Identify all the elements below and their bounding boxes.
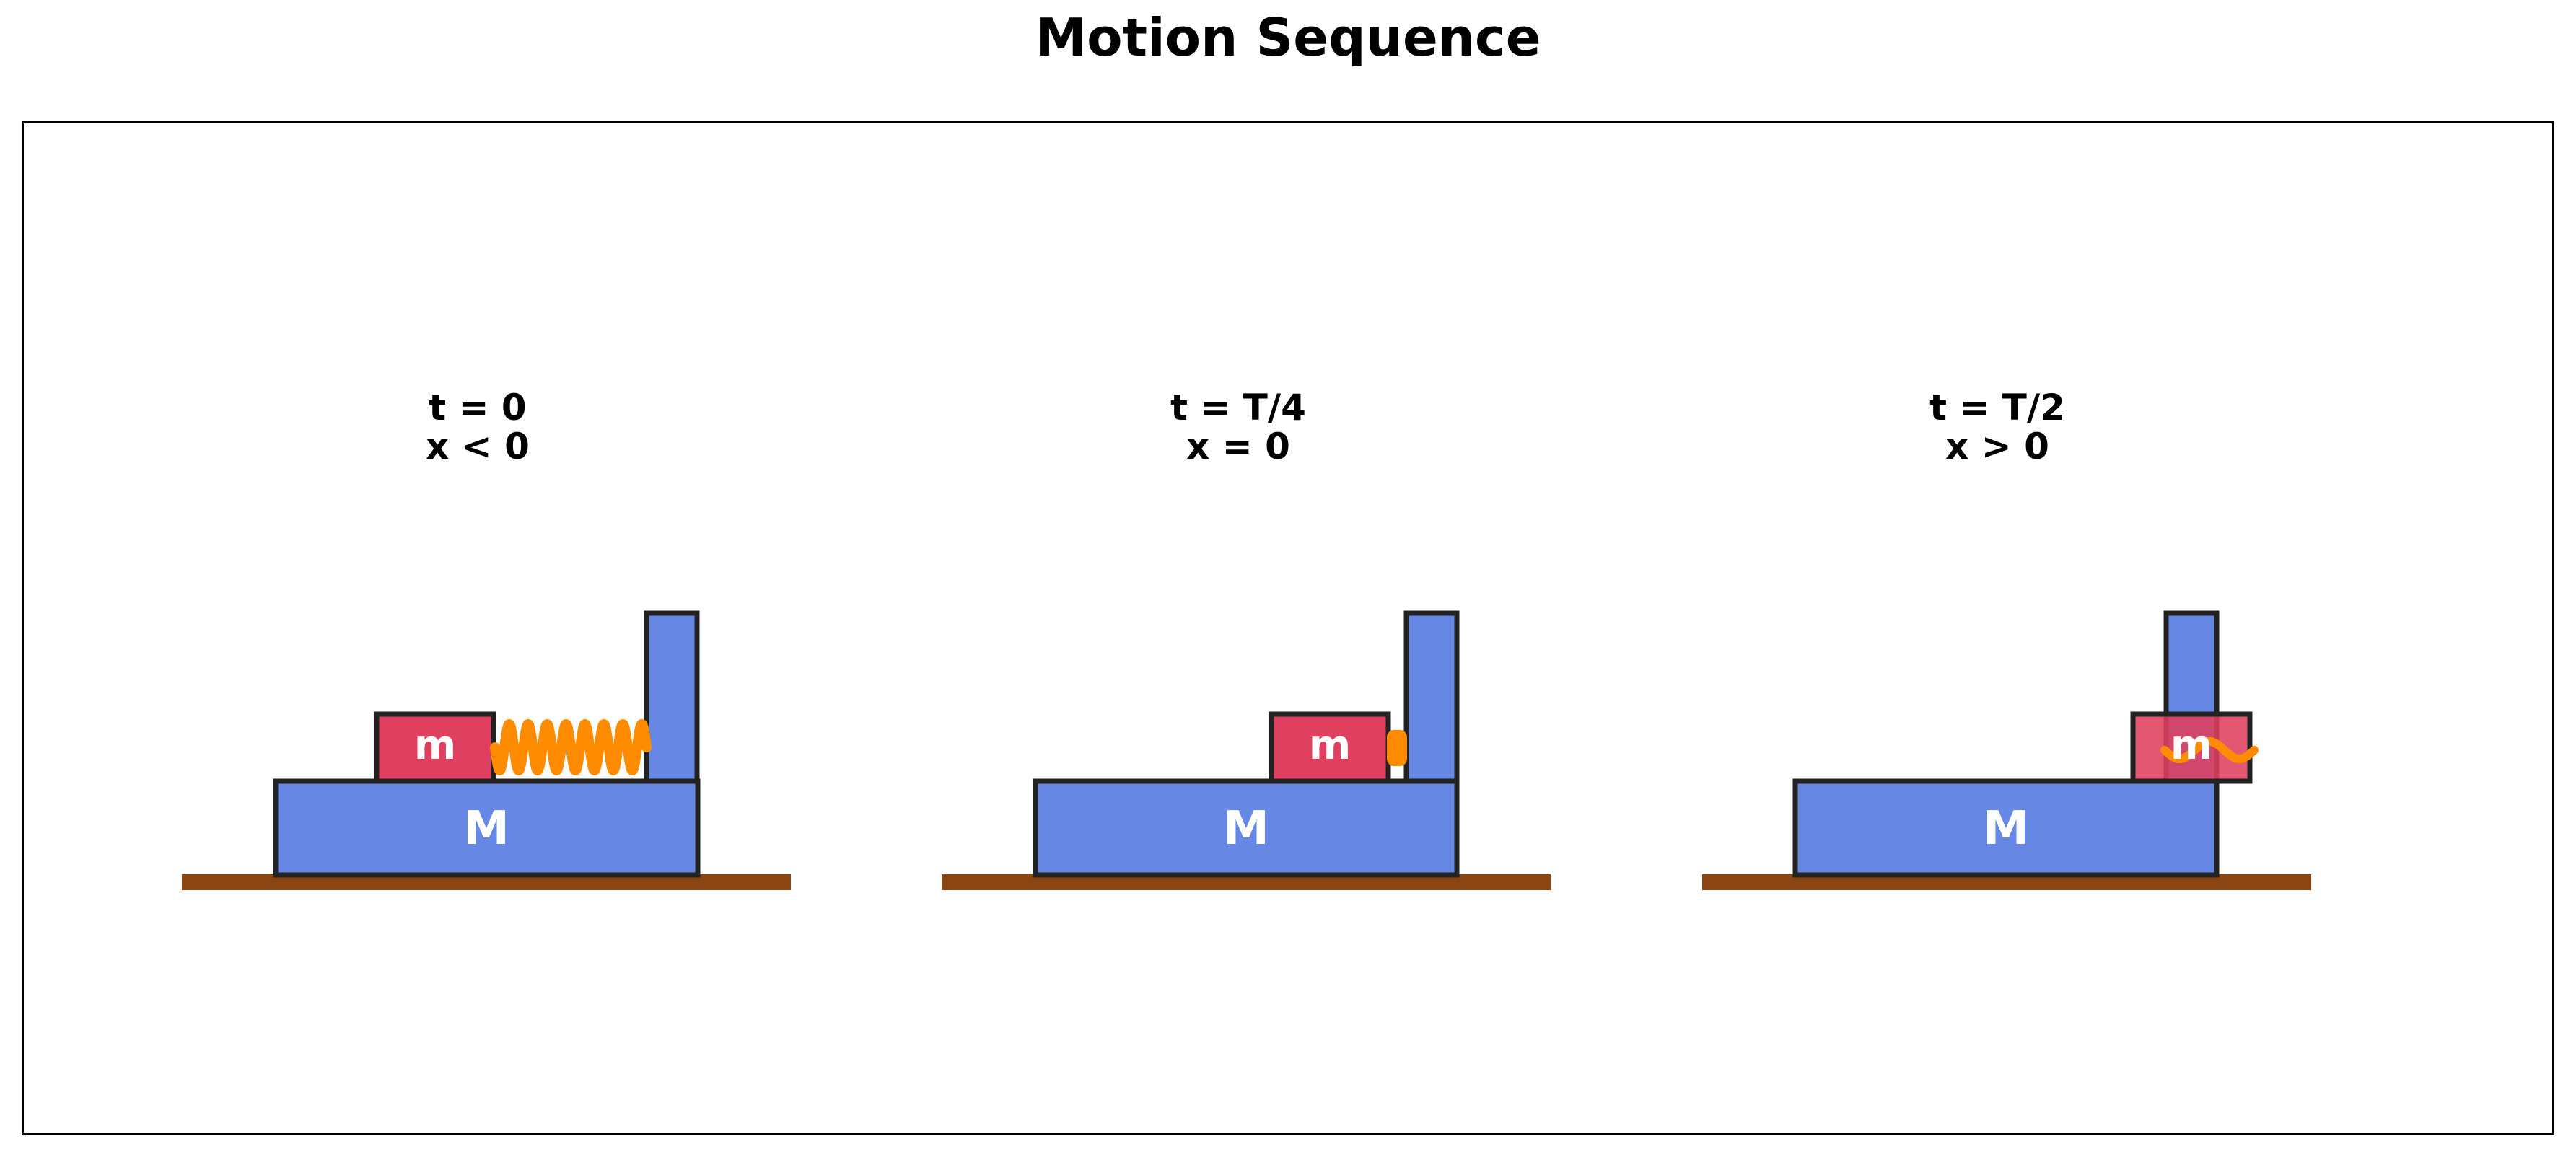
panel-3-position-label: x > 0 bbox=[1945, 426, 2049, 467]
panel-1-ground bbox=[182, 874, 791, 890]
panel-3-big-mass-label: M bbox=[1983, 802, 2029, 855]
panel-3-big-block bbox=[1792, 778, 2220, 878]
panel-2-time-label: t = T/4 bbox=[1170, 387, 1306, 428]
panel-1: t = 0 x < 0 M m bbox=[182, 387, 791, 890]
panel-2-position-label: x = 0 bbox=[1186, 426, 1290, 467]
diagram-title: Motion Sequence bbox=[1035, 7, 1541, 68]
panel-2-wall-post bbox=[1403, 610, 1460, 784]
panel-2: t = T/4 x = 0 M m bbox=[942, 387, 1551, 890]
panel-2-big-block bbox=[1033, 778, 1460, 878]
panel-3-ground bbox=[1702, 874, 2311, 890]
panel-2-ground bbox=[942, 874, 1551, 890]
panel-3-small-mass-label: m bbox=[2170, 722, 2212, 769]
panel-2-spring-compressed bbox=[1387, 730, 1407, 766]
panel-1-small-mass-label: m bbox=[414, 722, 456, 769]
panel-1-position-label: x < 0 bbox=[426, 426, 530, 467]
panel-3-time-label: t = T/2 bbox=[1929, 387, 2065, 428]
panel-2-small-mass-label: m bbox=[1309, 722, 1351, 769]
panel-1-time-label: t = 0 bbox=[429, 387, 526, 428]
panel-1-spring bbox=[490, 719, 652, 775]
panel-3: t = T/2 x > 0 M m bbox=[1702, 387, 2311, 890]
panel-2-big-mass-label: M bbox=[1223, 802, 1269, 855]
panel-1-big-mass-label: M bbox=[463, 802, 509, 855]
diagram-frame bbox=[22, 121, 2554, 1135]
panel-1-wall-post bbox=[644, 610, 700, 784]
panel-3-spring bbox=[2160, 737, 2259, 763]
